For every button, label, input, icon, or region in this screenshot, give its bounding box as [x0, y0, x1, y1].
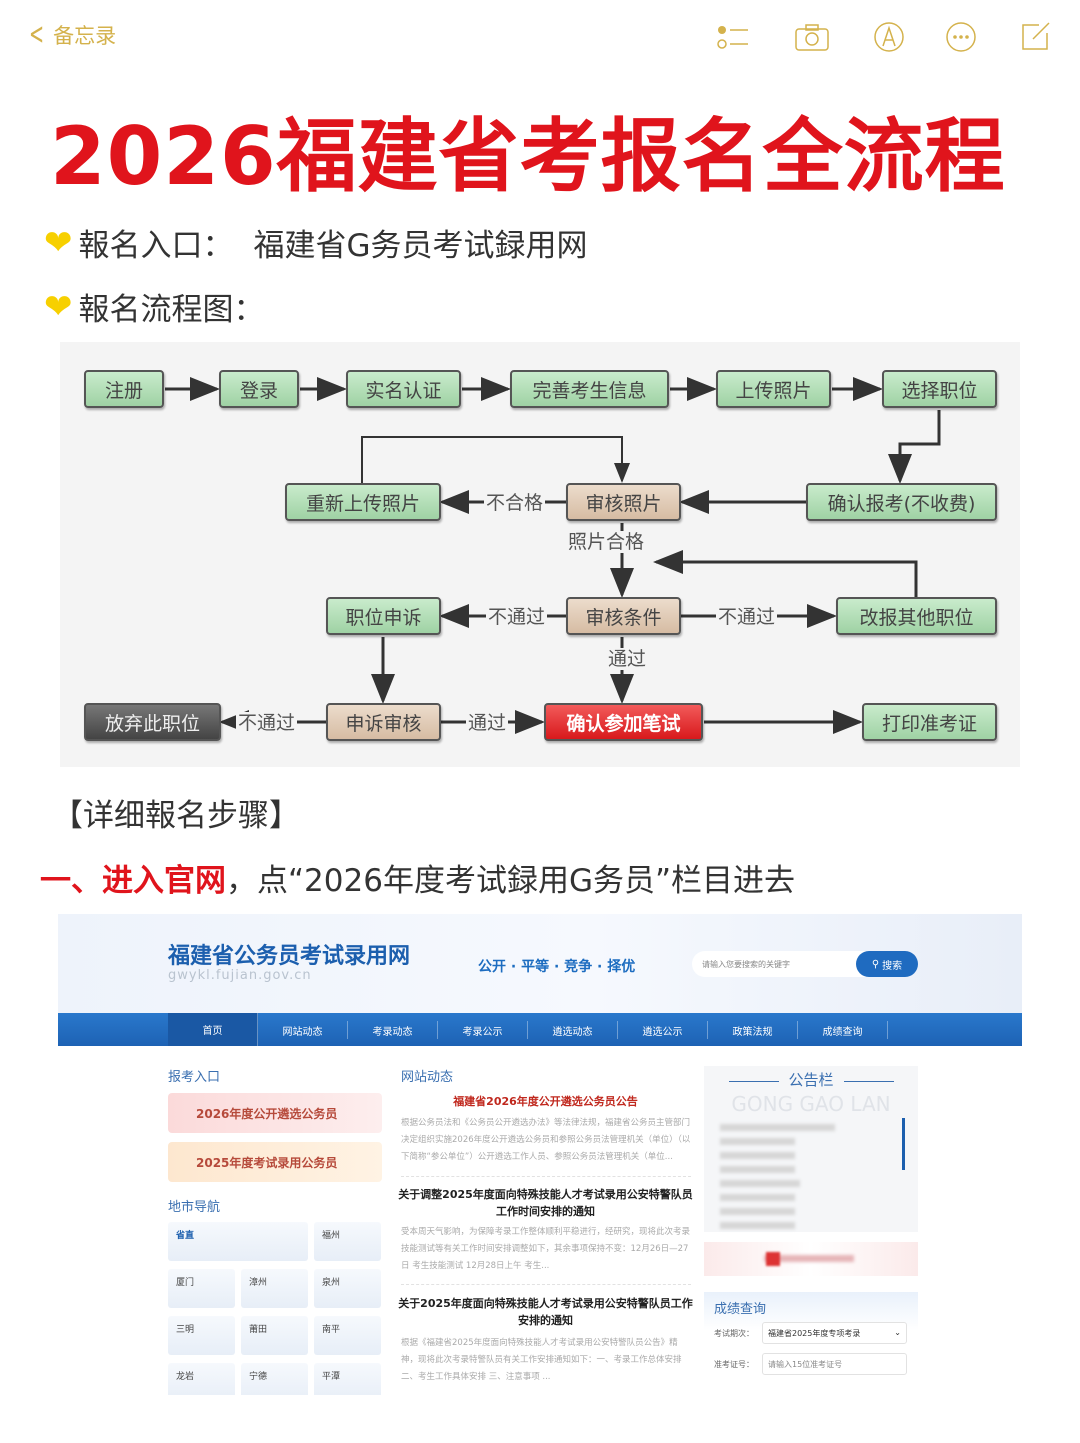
- score-title: 成绩查询: [714, 1302, 767, 1317]
- nav-news[interactable]: 网站动态: [258, 1021, 348, 1039]
- flow-step-appeal: 职位申诉: [326, 597, 441, 635]
- flow-step-select: 选择职位: [882, 370, 997, 408]
- flow-step-verify: 实名认证: [346, 370, 461, 408]
- notice-board: 公告栏 GONG GAO LAN: [704, 1066, 918, 1232]
- flow-label-photo-ok: 照片合格: [566, 531, 647, 553]
- site-nav: 首页 网站动态 考录动态 考录公示 遴选动态 遴选公示 政策法规 成绩查询: [58, 1013, 1022, 1046]
- yellow-heart-icon: ❤: [44, 222, 73, 263]
- news-body: 根据《福建省2025年度面向特殊技能人才考试录用公安特警队员公告》精神，现将此次…: [401, 1338, 682, 1382]
- score-query: 成绩查询 考试期次： 福建省2025年度专项考录⌄ 准考证号： 请输入15位准考…: [704, 1292, 918, 1395]
- news-title[interactable]: 福建省2026年度公开遴选公务员公告: [453, 1095, 638, 1108]
- camera-icon[interactable]: [795, 20, 829, 54]
- flow-label-not-pass: 不通过: [486, 606, 548, 628]
- divider: [844, 1081, 894, 1082]
- flow-step-appeal-review: 申诉审核: [326, 703, 441, 741]
- nav-exam-news[interactable]: 考录动态: [348, 1021, 438, 1039]
- exam-select[interactable]: 福建省2025年度专项考录⌄: [762, 1322, 907, 1344]
- flowchart-connectors: [165, 377, 941, 734]
- chevron-left-icon: <: [29, 17, 45, 52]
- yellow-heart-icon: ❤: [44, 286, 73, 327]
- compose-icon[interactable]: [1018, 20, 1052, 54]
- flow-step-register: 注册: [84, 370, 164, 408]
- site-search-button[interactable]: ⚲搜索: [856, 951, 918, 977]
- board-subtitle: GONG GAO LAN: [731, 1092, 891, 1116]
- site-logo[interactable]: 福建省公务员考试录用网: [168, 944, 411, 969]
- flow-step-review-cond: 审核条件: [566, 597, 681, 635]
- nav-home[interactable]: 首页: [168, 1013, 258, 1046]
- divider: [401, 1284, 691, 1285]
- city-putian[interactable]: 莆田: [241, 1316, 308, 1355]
- back-button[interactable]: <备忘录: [29, 17, 117, 52]
- city-xiamen[interactable]: 厦门: [168, 1269, 235, 1308]
- flow-step-upload: 上传照片: [716, 370, 831, 408]
- city-shengzhi[interactable]: 省直: [168, 1222, 308, 1261]
- chevron-down-icon: ⌄: [894, 1328, 901, 1337]
- nav-policy[interactable]: 政策法规: [708, 1021, 798, 1039]
- divider: [729, 1081, 779, 1082]
- flow-label-not-pass: 不通过: [236, 712, 298, 734]
- news-body: 受本周天气影响，为保障考录工作整体顺利平稳进行，经研究，现将此次考录技能测试等有…: [401, 1227, 691, 1271]
- scrollbar[interactable]: [902, 1118, 905, 1170]
- city-pingtan[interactable]: 平潭: [314, 1363, 381, 1395]
- city-fuzhou[interactable]: 福州: [314, 1222, 381, 1261]
- notes-toolbar: <备忘录: [0, 0, 1080, 76]
- site-url: gwykl.fujian.gov.cn: [168, 968, 312, 983]
- divider: [401, 1176, 691, 1177]
- city-nav-title: 地市导航: [168, 1200, 221, 1215]
- city-zhangzhou[interactable]: 漳州: [241, 1269, 308, 1308]
- flow-step-print: 打印准考证: [862, 703, 997, 741]
- nav-select-notice[interactable]: 遴选公示: [618, 1021, 708, 1039]
- entry-card-2025[interactable]: 2025年度考试录用公务员: [168, 1142, 382, 1182]
- city-longyan[interactable]: 龙岩: [168, 1363, 235, 1395]
- flow-step-give-up: 放弃此职位: [84, 703, 221, 741]
- entry-section-title: 报考入口: [168, 1070, 221, 1085]
- flow-step-confirm-exam: 确认参加笔试: [544, 703, 703, 741]
- markup-pen-icon[interactable]: [872, 20, 906, 54]
- flow-step-login: 登录: [219, 370, 299, 408]
- search-icon: ⚲: [871, 958, 880, 970]
- city-ningde[interactable]: 宁德: [241, 1363, 308, 1395]
- nav-select-news[interactable]: 遴选动态: [528, 1021, 618, 1039]
- city-sanming[interactable]: 三明: [168, 1316, 235, 1355]
- note-title: 2026福建省考报名全流程: [50, 110, 1006, 203]
- board-title: 公告栏: [788, 1071, 834, 1089]
- entry-card-2026[interactable]: 2026年度公开遴选公务员: [168, 1093, 382, 1133]
- flow-heading: ❤ 報名流程图：: [44, 286, 265, 329]
- flow-step-change: 改报其他职位: [836, 597, 997, 635]
- news-title[interactable]: 关于调整2025年度面向特殊技能人才考试录用公安特警队员工作时间安排的通知: [398, 1188, 693, 1218]
- news-section-title: 网站动态: [401, 1070, 454, 1085]
- flow-step-review-photo: 审核照片: [566, 483, 681, 521]
- detail-heading: 【详细報名步骤】: [52, 798, 300, 834]
- exam-label: 考试期次：: [714, 1329, 754, 1338]
- flow-label-fail: 不合格: [484, 492, 546, 514]
- city-nanping[interactable]: 南平: [314, 1316, 381, 1355]
- flow-label-pass: 通过: [466, 712, 509, 734]
- entry-line: ❤ 報名入口： 福建省G务员考试録用网: [44, 222, 588, 265]
- step-1: 一、进入官网，点“2026年度考试録用G务员”栏目进去: [40, 863, 796, 899]
- nav-score[interactable]: 成绩查询: [798, 1021, 888, 1039]
- flowchart-image: [60, 342, 1020, 767]
- more-icon[interactable]: [944, 20, 978, 54]
- flow-step-confirm-apply: 确认报考(不收费): [806, 483, 997, 521]
- flow-label-not-pass: 不通过: [716, 606, 778, 628]
- flow-step-info: 完善考生信息: [510, 370, 669, 408]
- news-title[interactable]: 关于2025年度面向特殊技能人才考试录用公安特警队员工作安排的通知: [398, 1297, 693, 1327]
- checklist-icon[interactable]: [716, 20, 750, 54]
- site-slogan: 公开 · 平等 · 竞争 · 择优: [478, 959, 636, 975]
- banner[interactable]: [704, 1242, 918, 1276]
- ticket-label: 准考证号：: [714, 1360, 754, 1369]
- news-body: 根据公务员法和《公务员公开遴选办法》等法律法规，福建省公务员主管部门决定组织实施…: [401, 1118, 691, 1162]
- flow-step-reupload: 重新上传照片: [285, 483, 441, 521]
- website-screenshot: 福建省公务员考试录用网 gwykl.fujian.gov.cn 公开 · 平等 …: [58, 914, 1022, 1395]
- nav-exam-notice[interactable]: 考录公示: [438, 1021, 528, 1039]
- ticket-input[interactable]: 请输入15位准考证号: [762, 1353, 907, 1375]
- flow-label-pass: 通过: [606, 648, 649, 670]
- city-quanzhou[interactable]: 泉州: [314, 1269, 381, 1308]
